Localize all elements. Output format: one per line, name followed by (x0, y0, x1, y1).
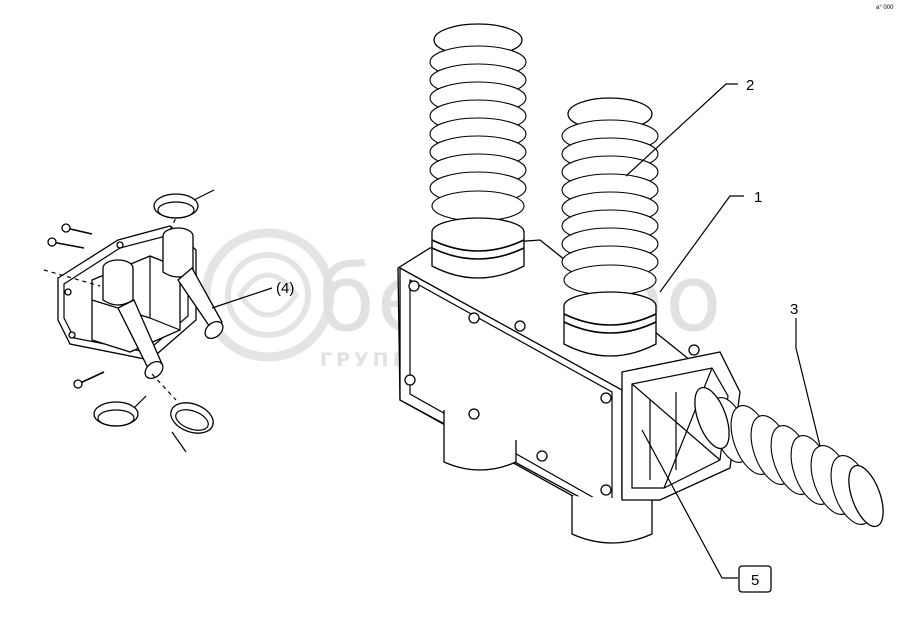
screw (47, 237, 85, 249)
hose-clamp (93, 395, 147, 427)
callout-2: 2 (746, 77, 754, 94)
corrugated-hose-side (710, 397, 884, 528)
hose-clamp (170, 402, 214, 453)
callouts: 1 2 3 (4) 5 (276, 77, 798, 593)
callout-4: (4) (276, 280, 294, 297)
exploded-assembly (43, 189, 224, 453)
screw (61, 223, 93, 235)
corner-mark: a° 000 (876, 5, 894, 11)
hose-clamp (153, 189, 215, 219)
callout-5-box (738, 565, 772, 593)
callout-1: 1 (754, 189, 762, 206)
callout-5: 5 (751, 572, 759, 589)
main-assembly (397, 23, 884, 544)
callout-3: 3 (790, 301, 798, 318)
screw (73, 371, 105, 389)
leader-lines (211, 83, 821, 579)
corrugated-hose-left (429, 45, 527, 222)
corrugated-hose-right (561, 119, 659, 296)
